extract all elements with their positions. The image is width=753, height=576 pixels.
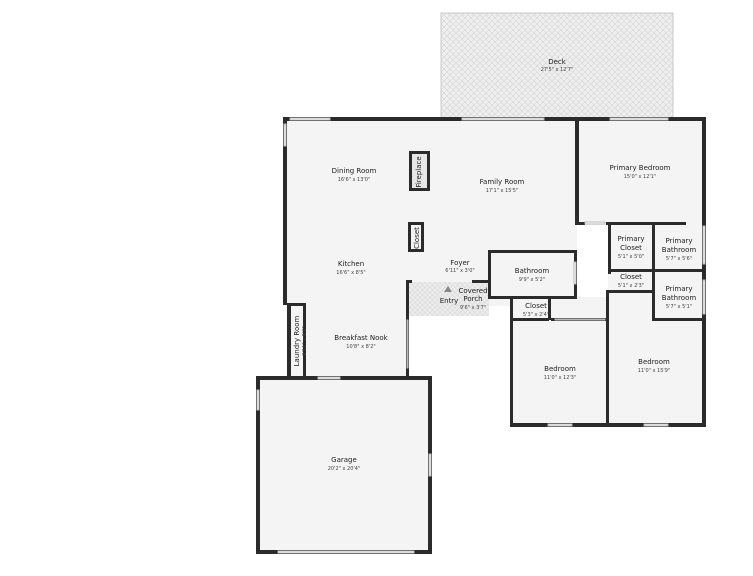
primary-bathroom-2-dims: 5'7" x 5'1" <box>666 304 692 310</box>
entry-arrow-icon <box>444 286 452 292</box>
primary-bathroom-2-label-2: Bathroom <box>662 294 697 302</box>
bedroom-2-dims: 11'0" x 15'9" <box>638 368 671 374</box>
windows <box>256 117 706 554</box>
covered-porch-label-2: Porch <box>463 295 482 303</box>
kitchen-dims: 16'6" x 8'5" <box>336 270 365 276</box>
deck-area <box>440 12 674 120</box>
family-room-dims: 17'1" x 15'5" <box>486 188 519 194</box>
entry-label: Entry <box>440 297 459 305</box>
room-labels: Deck 27'5" x 12'7" Primary Bedroom 15'0"… <box>293 58 696 472</box>
primary-closet-dims: 5'1" x 5'0" <box>618 254 644 260</box>
laundry-room-label: Laundry Room <box>293 315 301 366</box>
deck-label: Deck <box>548 58 567 66</box>
primary-bathroom-1-dims: 5'7" x 5'6" <box>666 256 692 262</box>
garage-label: Garage <box>331 456 357 464</box>
covered-porch-dims: 9'6" x 3'7" <box>460 305 486 311</box>
family-room-label: Family Room <box>480 178 525 186</box>
dining-room-dims: 16'6" x 13'0" <box>338 177 371 183</box>
primary-bedroom-label: Primary Bedroom <box>610 164 671 172</box>
bathroom-label: Bathroom <box>515 267 550 275</box>
covered-porch-label-1: Covered <box>458 287 487 295</box>
kitchen-label: Kitchen <box>338 260 364 268</box>
garage-dims: 20'2" x 20'4" <box>328 466 361 472</box>
deck-dims: 27'5" x 12'7" <box>541 67 574 73</box>
primary-bathroom-1-label-2: Bathroom <box>662 246 697 254</box>
foyer-dims: 6'11" x 3'0" <box>445 268 474 274</box>
breakfast-nook-dims: 10'8" x 8'2" <box>346 344 375 350</box>
primary-closet-label-2: Closet <box>620 244 642 252</box>
fireplace-label: Fireplace <box>415 156 423 187</box>
bedroom-1-label: Bedroom <box>544 365 576 373</box>
bedroom-1-dims: 11'0" x 12'3" <box>544 375 577 381</box>
bedroom-closet-dims: 5'3" x 2'4" <box>523 312 549 318</box>
bathroom-dims: 9'9" x 5'2" <box>519 277 545 283</box>
floor-fills <box>258 119 704 552</box>
primary-bathroom-2-label-1: Primary <box>665 285 692 293</box>
primary-closet-2-label: Closet <box>620 273 642 281</box>
hall-closet-label: Closet <box>413 227 421 249</box>
primary-bathroom-1-label-1: Primary <box>665 237 692 245</box>
primary-closet-label-1: Primary <box>617 235 644 243</box>
bedroom-closet-label: Closet <box>525 302 547 310</box>
breakfast-nook-label: Breakfast Nook <box>334 334 388 342</box>
dining-room-label: Dining Room <box>332 167 377 175</box>
laundry-room-dims: 2'11" x 8'2" <box>302 326 308 355</box>
primary-bedroom-dims: 15'0" x 12'1" <box>624 174 657 180</box>
foyer-label: Foyer <box>450 259 470 267</box>
bedroom-2-label: Bedroom <box>638 358 670 366</box>
primary-closet-2-dims: 5'1" x 2'3" <box>618 283 644 289</box>
